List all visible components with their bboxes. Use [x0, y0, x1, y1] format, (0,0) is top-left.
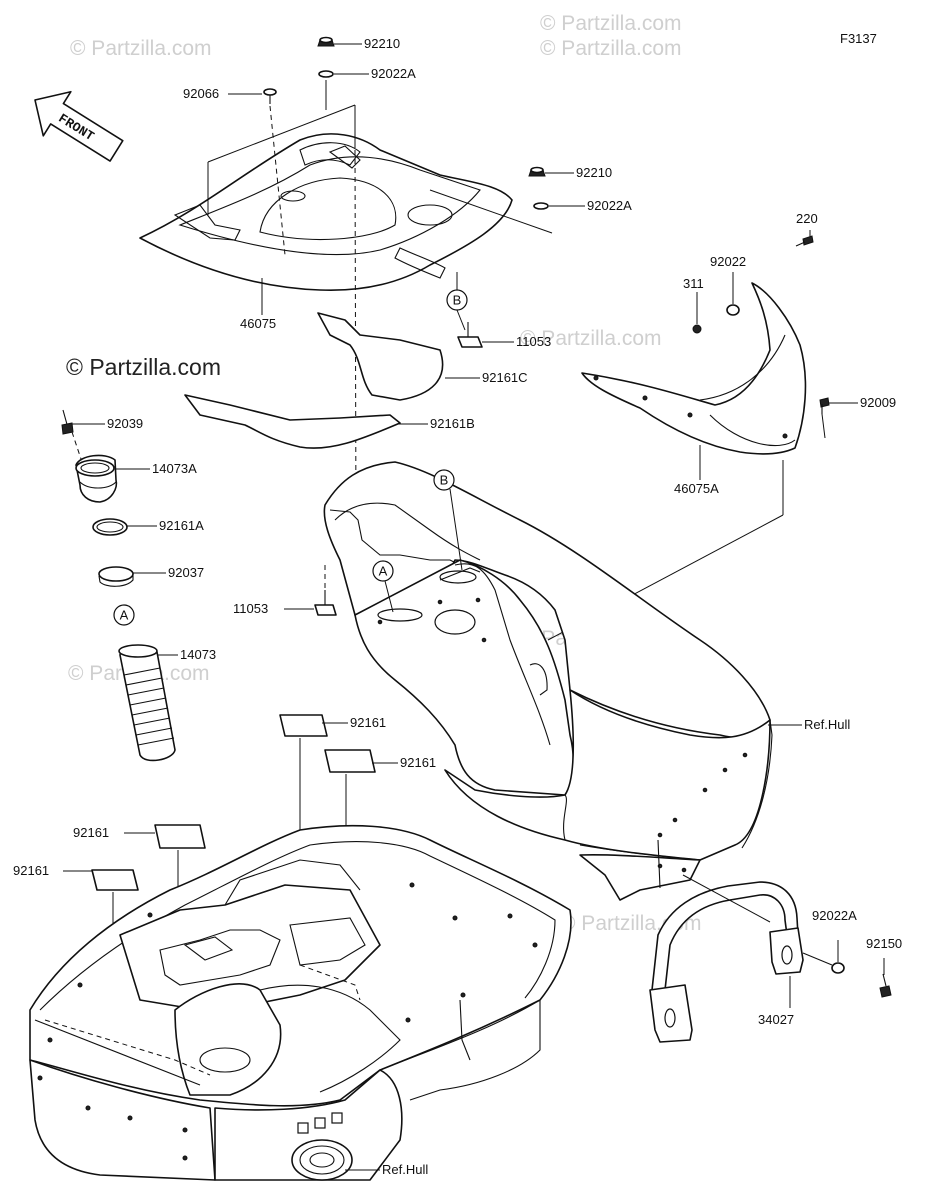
marker-A-hose — [113, 604, 135, 626]
bolt-220 — [795, 235, 814, 247]
callout-92161-2: 92161 — [400, 755, 436, 770]
bolt-92150 — [879, 973, 892, 998]
decal-92161-1 — [279, 714, 328, 737]
nut-311 — [692, 324, 702, 334]
callout-11053-top: 11053 — [516, 334, 551, 349]
callout-92037: 92037 — [168, 565, 204, 580]
marker-A-deck — [372, 560, 394, 582]
seat-cover-46075 — [139, 133, 513, 292]
decal-92161-4 — [91, 869, 139, 891]
callout-92210-top: 92210 — [364, 36, 400, 51]
watermark: © Partzilla.com — [520, 327, 662, 350]
front-arrow-icon — [34, 90, 124, 162]
marker-B-deck — [433, 469, 455, 491]
nut-92210-mid — [528, 166, 546, 177]
watermark: © Partzilla.com — [70, 37, 212, 60]
callout-92022A-mid: 92022A — [587, 198, 632, 213]
callout-46075A: 46075A — [674, 481, 719, 496]
callout-34027: 34027 — [758, 1012, 794, 1027]
callout-311: 311 — [683, 276, 704, 291]
callout-ref-hull-bottom: Ref.Hull — [382, 1162, 428, 1177]
callout-14073: 14073 — [180, 647, 216, 662]
gasket-92161B — [184, 394, 401, 449]
callout-14073A: 14073A — [152, 461, 197, 476]
decal-92161-2 — [324, 749, 376, 773]
washer-92022A-mid — [533, 202, 549, 210]
bolt-92039 — [61, 409, 74, 435]
tail-cover-46075A — [581, 282, 807, 455]
callout-11053-mid: 11053 — [233, 601, 268, 616]
callout-92009: 92009 — [860, 395, 896, 410]
grab-bar-34027 — [649, 881, 804, 1043]
callout-92022A-rail: 92022A — [812, 908, 857, 923]
callout-92210-mid: 92210 — [576, 165, 612, 180]
lower-hull — [29, 824, 572, 1181]
callout-92161C: 92161C — [482, 370, 528, 385]
clip-11053-mid — [314, 590, 337, 616]
callout-ref-hull-right: Ref.Hull — [804, 717, 850, 732]
callout-92066: 92066 — [183, 86, 219, 101]
o-ring-92161A — [92, 518, 128, 536]
callout-92161-3: 92161 — [73, 825, 109, 840]
nut-92210-top — [317, 36, 335, 47]
bolt-92009 — [819, 397, 830, 414]
hose-fitting-14073A — [75, 454, 118, 503]
watermark: © Partzilla.com — [540, 37, 682, 60]
callout-46075: 46075 — [240, 316, 276, 331]
callout-92150: 92150 — [866, 936, 902, 951]
washer-92022 — [726, 304, 740, 316]
marker-B-deck-label: B — [440, 473, 449, 488]
diagram-code: F3137 — [840, 31, 877, 46]
callout-92161B: 92161B — [430, 416, 475, 431]
clip-11053-top — [457, 322, 483, 348]
hose-14073 — [118, 644, 176, 762]
marker-B-seat-label: B — [453, 293, 462, 308]
callout-92161A: 92161A — [159, 518, 204, 533]
washer-92022A-top — [318, 70, 334, 78]
screw-92066 — [263, 88, 277, 104]
callout-92161-1: 92161 — [350, 715, 386, 730]
callout-92161-4: 92161 — [13, 863, 49, 878]
marker-A-deck-label: A — [379, 564, 388, 579]
gasket-92161C — [317, 312, 444, 401]
decal-92161-3 — [154, 824, 206, 849]
callout-92022A-top: 92022A — [371, 66, 416, 81]
washer-92022A-rail — [831, 962, 845, 974]
marker-A-hose-label: A — [120, 608, 129, 623]
callout-92022: 92022 — [710, 254, 746, 269]
deck-upper — [323, 461, 773, 901]
watermark: © Partzilla.com — [540, 12, 682, 35]
watermark: © Partzilla.com — [66, 354, 221, 380]
front-arrow: FRONT — [34, 90, 124, 162]
callout-220: 220 — [796, 211, 818, 226]
callout-92039: 92039 — [107, 416, 143, 431]
clamp-92037 — [98, 566, 134, 587]
